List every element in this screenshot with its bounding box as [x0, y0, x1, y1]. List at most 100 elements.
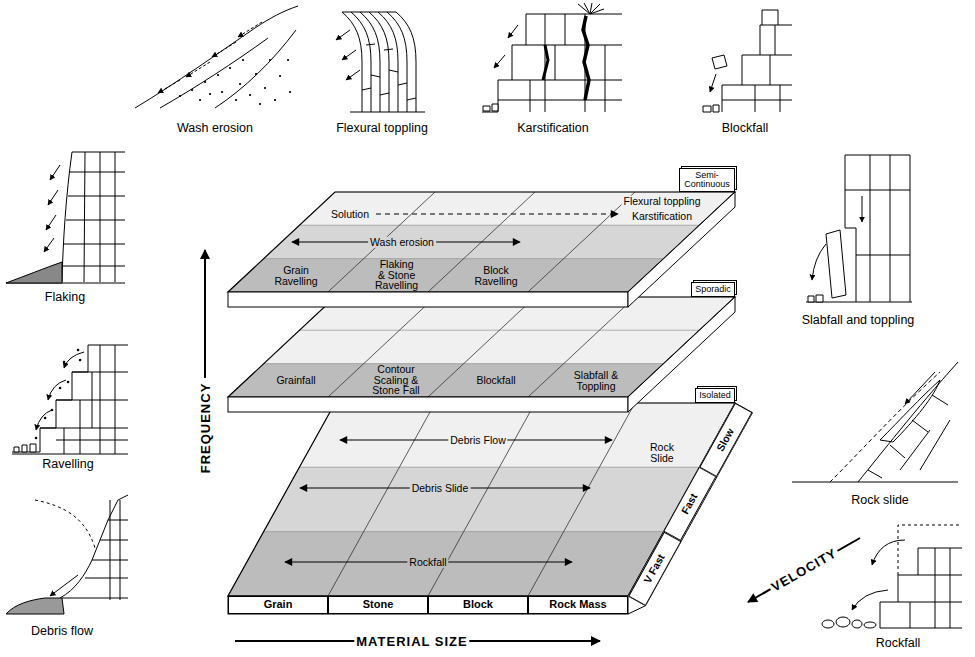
- cell-label-box: Flaking & Stone Ravelling: [373, 259, 419, 291]
- vegetation-sketch: [578, 3, 604, 14]
- sporadic-slab: [228, 297, 735, 412]
- dashed-range-arrow: [376, 214, 618, 215]
- size-class-box-text: Rock Mass: [549, 599, 606, 611]
- illustration-caption-box: Ravelling: [40, 458, 95, 471]
- range-label-box: Debris Slide: [410, 483, 471, 494]
- illustration-caption: Wash erosion: [175, 122, 255, 135]
- movement-arrow: [346, 70, 360, 80]
- axis-label: VELOCITY: [767, 545, 840, 595]
- toppling-slab: [826, 230, 846, 298]
- axis-label: FREQUENCY: [199, 381, 212, 476]
- velocity-class-box: Slow: [699, 403, 752, 477]
- illustration-caption: Rockfall: [874, 637, 922, 650]
- slab-band: [264, 225, 700, 258]
- joint-sketch: [362, 44, 416, 100]
- movement-arrow: [905, 372, 935, 404]
- cell-divider: [328, 403, 635, 596]
- size-class-box: Block: [428, 596, 528, 614]
- movement-arrow: [862, 196, 863, 222]
- solution-channel: [543, 45, 548, 80]
- solution-channel: [583, 16, 589, 100]
- movement-arrow: [46, 215, 56, 230]
- movement-arrow: [44, 238, 54, 252]
- movement-arrow: [336, 30, 350, 40]
- illustration-caption-box: Blockfall: [720, 122, 771, 135]
- illustration-caption-box: Flaking: [43, 291, 87, 304]
- frequency-tag: Isolated: [695, 388, 735, 403]
- illustration-caption: Flaking: [43, 291, 87, 304]
- cell-label: Block Ravelling: [471, 265, 521, 286]
- cell-label: Flaking & Stone Ravelling: [373, 259, 420, 291]
- range-label-box: Rockfall: [407, 557, 448, 568]
- slab-outline: [228, 403, 735, 596]
- cliff-sketch: [880, 548, 962, 628]
- cliff-sketch: [722, 10, 792, 112]
- process-label-box: Solution: [329, 209, 371, 220]
- process-label-box: Karstification: [630, 211, 694, 222]
- process-label-box: Rock Slide: [642, 442, 682, 463]
- range-label: Rockfall: [407, 557, 448, 568]
- axis-label: MATERIAL SIZE: [354, 635, 469, 648]
- cell-label-box: Grain Ravelling: [271, 265, 321, 286]
- movement-arrow: [872, 540, 905, 565]
- velocity-axis: [748, 538, 860, 602]
- illustration-caption: Debris flow: [29, 625, 95, 638]
- cell-label-box: Blockfall: [474, 375, 517, 386]
- movement-arrow: [50, 575, 78, 596]
- slab-edge: [628, 606, 646, 614]
- size-class-box: Grain: [228, 596, 328, 614]
- velocity-class-box-text: V Fast: [642, 552, 667, 585]
- illustration-caption: Slabfall and toppling: [800, 314, 917, 327]
- slide-plane: [830, 372, 940, 482]
- movement-arrow: [342, 50, 356, 60]
- illustration-caption: Rock slide: [849, 494, 911, 507]
- range-label-box: Wash erosion: [368, 237, 436, 248]
- column-sketch: [342, 12, 425, 112]
- process-label: Flexural toppling: [621, 196, 702, 207]
- velocity-class-box-text: Slow: [715, 427, 737, 454]
- illustration-caption: Blockfall: [720, 122, 771, 135]
- cell-label-box: Contour Scaling & Stone Fall: [366, 364, 426, 396]
- size-class-box-text: Stone: [363, 599, 394, 611]
- size-class-box: Stone: [328, 596, 428, 614]
- sketches: [6, 3, 962, 628]
- cliff-sketch: [482, 14, 622, 112]
- debris-sketch: [808, 295, 823, 302]
- movement-arrow: [508, 25, 518, 38]
- illustration-caption: Karstification: [515, 122, 591, 135]
- process-label: Rock Slide: [642, 442, 682, 463]
- cell-divider: [328, 297, 635, 397]
- velocity-class-box-text: Fast: [680, 492, 700, 516]
- movement-arrow: [852, 590, 888, 610]
- failure-outline: [898, 525, 962, 575]
- process-label-box: Flexural toppling: [621, 196, 702, 207]
- illustration-caption: Ravelling: [40, 458, 95, 471]
- illustration-caption-box: Karstification: [515, 122, 591, 135]
- movement-arrow: [50, 165, 60, 180]
- cell-label: Contour Scaling & Stone Fall: [366, 364, 426, 396]
- axis-arrows: [205, 250, 860, 641]
- boulder-sketch: [822, 617, 876, 628]
- slide-slab: [880, 380, 940, 442]
- cell-label-box: Block Ravelling: [471, 265, 521, 286]
- range-label: Debris Flow: [448, 435, 507, 446]
- illustration-caption-box: Slabfall and toppling: [800, 314, 917, 327]
- cliff-sketch: [12, 345, 128, 454]
- process-label: Solution: [329, 209, 371, 220]
- slab-side: [628, 297, 735, 412]
- grain-dots: [36, 350, 80, 438]
- frequency-tag-text: Sporadic: [695, 285, 731, 294]
- cell-label-box: Slabfall & Toppling: [566, 370, 626, 391]
- cell-label: Grainfall: [274, 375, 317, 386]
- debris-sketch: [483, 104, 498, 111]
- isolated-slab: [228, 403, 753, 614]
- illustration-caption-box: Wash erosion: [175, 122, 255, 135]
- movement-arrow: [710, 74, 716, 92]
- frequency-tag: Sporadic: [691, 282, 735, 297]
- illustration-caption: Flexural toppling: [334, 122, 430, 135]
- slab-band: [228, 532, 664, 596]
- cell-label: Grain Ravelling: [271, 265, 321, 286]
- debris-sketch: [14, 444, 36, 452]
- cliff-sketch: [6, 152, 125, 283]
